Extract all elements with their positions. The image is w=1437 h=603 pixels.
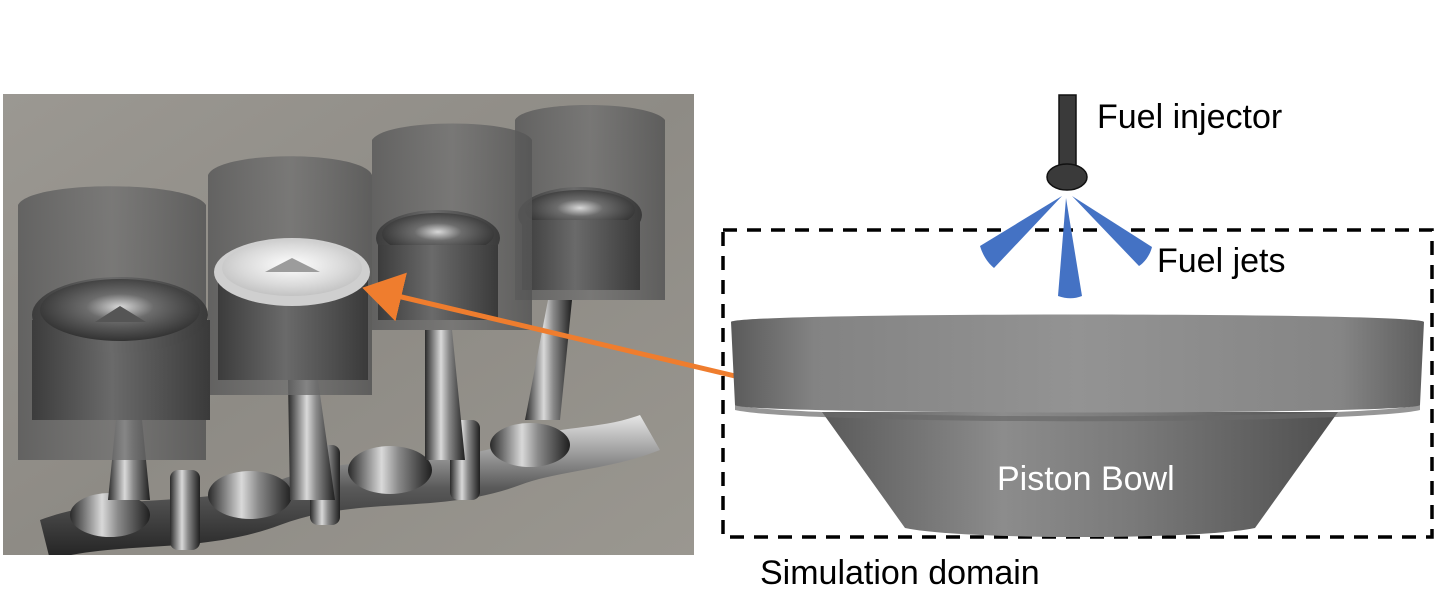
cylinder-3 [372, 123, 532, 330]
fuel-injector-label: Fuel injector [1097, 98, 1282, 136]
cylinder-2-highlighted [208, 156, 372, 395]
engine-render [3, 94, 694, 555]
fuel-jet-spray-icon [980, 196, 1152, 299]
simulation-domain-label: Simulation domain [760, 554, 1040, 592]
cylinder-4 [515, 105, 665, 300]
piston-bowl-label: Piston Bowl [997, 460, 1175, 498]
pointer-arrow-icon [362, 272, 753, 383]
simulation-domain-box [721, 228, 1434, 539]
cylinder-1 [18, 186, 210, 460]
fuel-jets-label: Fuel jets [1157, 242, 1286, 280]
fuel-injector-icon [1046, 94, 1088, 191]
fuel-jet-right [1072, 196, 1152, 266]
piston-bowl-geometry [731, 314, 1424, 537]
fuel-jet-left [980, 196, 1062, 268]
fuel-jet-center [1058, 198, 1082, 299]
